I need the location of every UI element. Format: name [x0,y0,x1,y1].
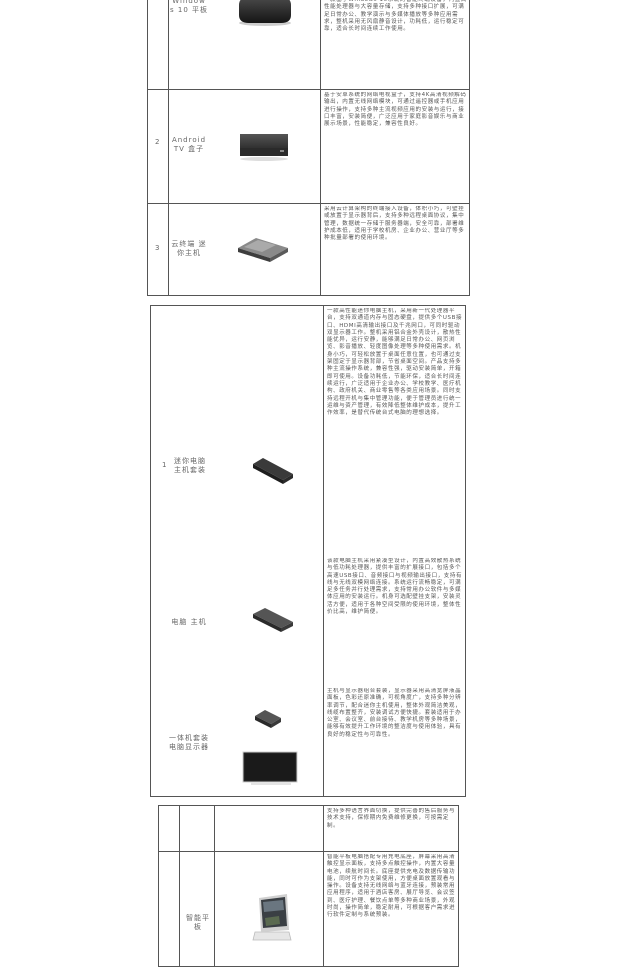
column-divider [214,806,215,966]
table-row: 2 Android TV 盒子 基于安卓系统的网络电视盒子，支持4K高清视频解码… [148,90,469,204]
set-top-box-flat-icon [236,128,292,166]
pc-and-monitor-icon [241,704,301,792]
table-row: Windows 10 平板 一款基于Windows 10系统的智能终端设备，内置… [148,0,469,90]
product-table-2: 1 迷你电脑 主机套装 一款高性能迷你电脑主机，采用新一代处理器平台，支持双通道… [150,305,466,797]
product-table-3: 支持多种语言界面切换，提供完善的售后服务与技术支持，保修期内免费维修更换，可按需… [158,805,459,967]
mini-pc-wedge-icon [236,230,290,270]
column-divider [168,0,169,295]
product-description: 智能平板电脑搭配专用充电底座，屏幕采用高清触控显示面板，支持多点触控操作，内置大… [327,854,456,919]
product-name: 迷你电脑 主机套装 [174,457,206,474]
table-row: 1 迷你电脑 主机套装 一款高性能迷你电脑主机，采用新一代处理器平台，支持双通道… [151,306,465,556]
product-name: 云终端 迷你主机 [171,240,207,257]
row-number: 3 [155,244,160,252]
product-name: 智能平板 [186,914,210,931]
table-row: 3 云终端 迷你主机 采用云计算架构的终端接入设备，体积小巧，可壁挂或放置于显示… [148,204,469,297]
tablet-on-dock-icon [249,892,295,948]
table-row: 智能平板 智能平板电脑搭配专用充电底座，屏幕采用高清触控显示面板，支持多点触控操… [159,852,458,968]
column-divider [320,0,321,295]
set-top-box-dark-icon [235,0,295,31]
product-description: 基于安卓系统的网络电视盒子，支持4K高清视频解码输出，内置无线网络模块，可通过遥… [324,92,467,128]
table-row: 支持多种语言界面切换，提供完善的售后服务与技术支持，保修期内免费维修更换，可按需… [159,806,458,852]
mini-pc-slim-icon [249,602,297,642]
product-name: Windows 10 平板 [170,0,209,14]
mini-pc-angled-icon [249,450,297,492]
product-table-1: Windows 10 平板 一款基于Windows 10系统的智能终端设备，内置… [147,0,470,296]
column-divider [323,806,324,966]
table-row: 一体机套装 电脑显示器 主机与显示器组合套装，显示器采用高清宽屏液晶面板，色彩还… [151,686,465,798]
product-description: 支持多种语言界面切换，提供完善的售后服务与技术支持，保修期内免费维修更换，可按需… [327,808,456,829]
product-description: 该款电脑主机采用紧凑型设计，内置高效散热系统与低功耗处理器，提供丰富的扩展接口，… [327,558,463,616]
product-description: 一款高性能迷你电脑主机，采用新一代处理器平台，支持双通道内存与固态硬盘，提供多个… [327,308,463,417]
product-name: 电脑 主机 [171,618,207,626]
product-name: 一体机套装 电脑显示器 [169,734,209,751]
column-divider [323,306,324,796]
product-name: Android TV 盒子 [171,136,207,153]
product-description: 采用云计算架构的终端接入设备，体积小巧，可壁挂或放置于显示器背后，支持多种远程桌… [324,206,465,242]
row-number: 1 [162,461,167,469]
product-description: 主机与显示器组合套装，显示器采用高清宽屏液晶面板，色彩还原准确，可视角度广，支持… [327,688,462,738]
column-divider [179,806,180,966]
row-number: 2 [155,138,160,146]
product-description: 一款基于Windows 10系统的智能终端设备，内置高性能处理器与大容量存储，支… [324,0,467,33]
table-row: 电脑 主机 该款电脑主机采用紧凑型设计，内置高效散热系统与低功耗处理器，提供丰富… [151,556,465,686]
